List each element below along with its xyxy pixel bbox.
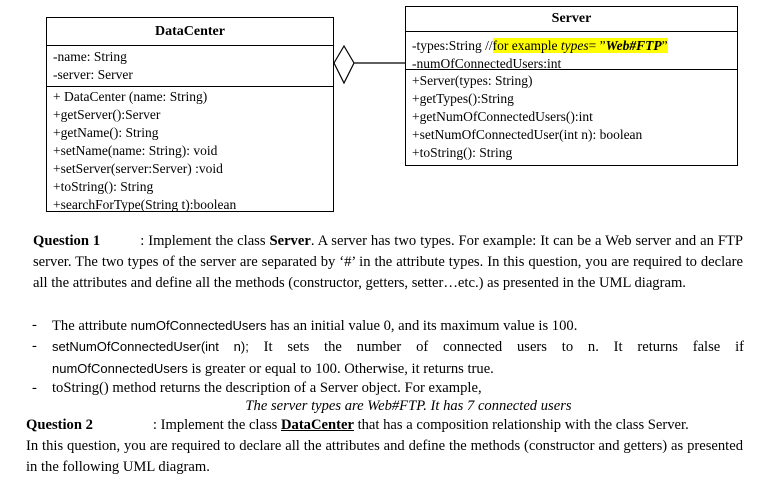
operation-set-num-connected: +setNumOfConnectedUser(int n): boolean [412,127,643,142]
operation-get-types: +getTypes():String [412,91,514,106]
attribute-name: -name: String [53,49,127,64]
comment-equals: = ” [588,38,606,53]
operation-get-name: +getName(): String [53,125,159,140]
question1-intro-a: : Implement the class [140,233,270,249]
comment-text: for example [492,38,561,53]
attribute-types-prefix: -types:String // [412,38,493,53]
bullet-set-num-connected: - setNumOfConnectedUser(int n); It sets … [32,338,744,377]
attribute-num-connected-users: -numOfConnectedUsers:int [412,56,562,71]
question2-intro-a: : Implement the class [152,417,281,433]
operation-set-server: +setServer(server:Server) :void [53,161,223,176]
question1-paragraph: Question 1 : Implement the class Server. … [33,231,743,294]
comment-example-value: Web#FTP [605,38,662,53]
attributes-section: -name: String -server: Server [47,46,333,87]
question1-intro-b: . A server has two types. For example: I… [33,233,743,291]
highlighted-comment: for example types= ”Web#FTP” [492,38,668,53]
operation-constructor: + DataCenter (name: String) [53,89,208,104]
question2-line2: In this question, you are required to de… [26,438,743,475]
question2-label: Question 2 [26,417,93,433]
bullet-to-string: -toString() method returns the descripti… [32,380,482,396]
bullet1-text-a: The attribute [52,318,131,334]
operation-to-string: +toString(): String [412,145,513,160]
operation-constructor: +Server(types: String) [412,73,533,88]
bullet2-code2: numOfConnectedUsers [52,361,188,376]
question1-class-name: Server [269,233,311,249]
bullet2-text-a: It sets the number of connected users to… [248,339,744,355]
operation-set-name: +setName(name: String): void [53,143,218,158]
attributes-section: -types:String //for example types= ”Web#… [406,32,737,71]
bullet2-code: setNumOfConnectedUser(int n); [52,339,249,354]
uml-class-datacenter: DataCenter -name: String -server: Server… [46,17,334,212]
question2-intro-b: that has a composition relationship with… [353,417,689,433]
bullet1-code: numOfConnectedUsers [130,318,267,333]
bullet1-text-b: has an initial value 0, and its maximum … [266,318,578,334]
operation-to-string: +toString(): String [53,179,154,194]
attribute-types: -types:String //for example types= ”Web#… [406,37,737,55]
comment-types-word: types [560,38,589,53]
question1-label: Question 1 [33,233,101,249]
bullet3-text: toString() method returns the descriptio… [52,380,482,396]
operations-section: +Server(types: String) +getTypes():Strin… [406,70,737,162]
operation-search-for-type: +searchForType(String t):boolean [53,197,237,212]
question2-class-name: DataCenter [280,417,354,433]
comment-quote: ” [661,38,668,53]
bullet-initial-value: -The attribute numOfConnectedUsers has a… [32,317,578,334]
bullet2-text-b: is greater or equal to 100. Otherwise, i… [187,361,494,377]
question2-paragraph: Question 2 : Implement the class DataCent… [26,415,743,478]
attribute-server: -server: Server [53,67,133,82]
operation-get-num-connected: +getNumOfConnectedUsers():int [412,109,593,124]
operations-section: + DataCenter (name: String) +getServer()… [47,87,333,214]
operation-get-server: +getServer():Server [53,107,161,122]
composition-diamond-icon [333,44,355,85]
class-name: Server [406,7,737,32]
uml-class-server: Server -types:String //for example types… [405,6,738,166]
tostring-example: The server types are Web#FTP. It has 7 c… [245,398,572,414]
class-name: DataCenter [47,18,333,46]
